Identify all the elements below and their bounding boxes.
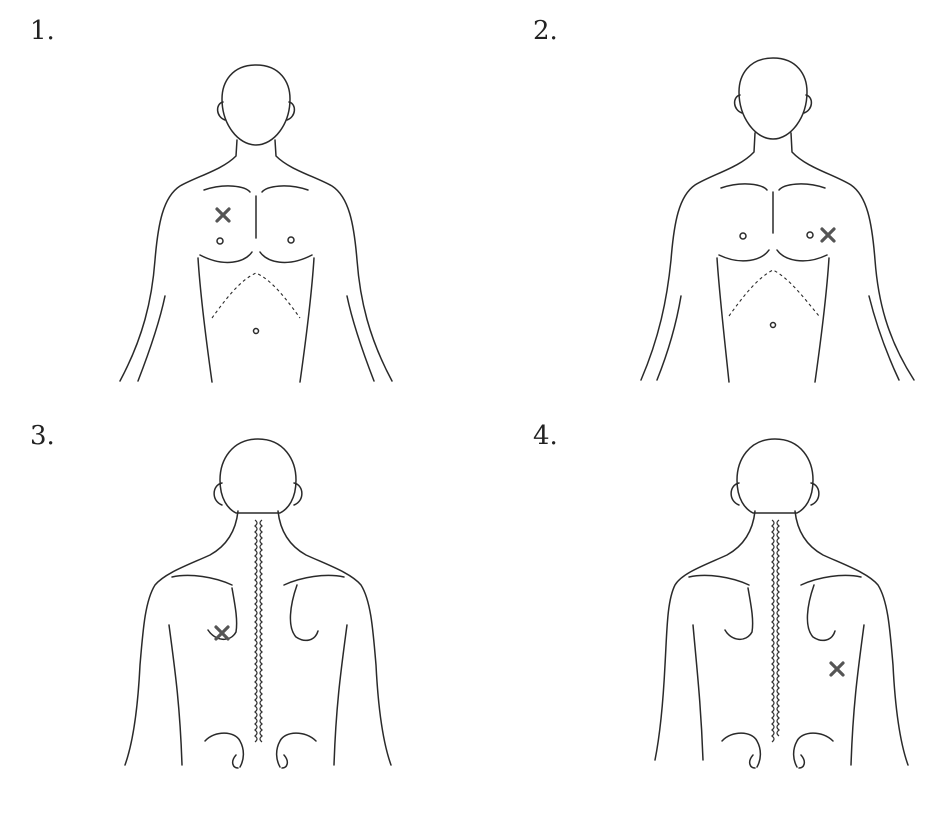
back-body-drawing <box>654 438 909 769</box>
figure-label: 1. <box>30 16 55 46</box>
figure-panel-4: 4. <box>467 405 934 805</box>
figure-label: 3. <box>30 421 55 451</box>
figure-panel-1: 1. <box>0 0 467 400</box>
figure-label: 4. <box>533 421 558 451</box>
x-mark <box>829 661 845 677</box>
spine <box>254 519 263 743</box>
figure-panel-3: 3. <box>0 405 467 805</box>
front-body-drawing <box>640 57 915 383</box>
x-mark <box>820 227 836 243</box>
spine <box>771 519 780 743</box>
figure-label: 2. <box>533 16 558 46</box>
front-body-drawing <box>119 64 393 383</box>
x-mark <box>215 207 231 223</box>
back-body-drawing <box>124 438 392 769</box>
figure-panel-2: 2. <box>467 0 934 400</box>
x-mark <box>214 625 230 641</box>
